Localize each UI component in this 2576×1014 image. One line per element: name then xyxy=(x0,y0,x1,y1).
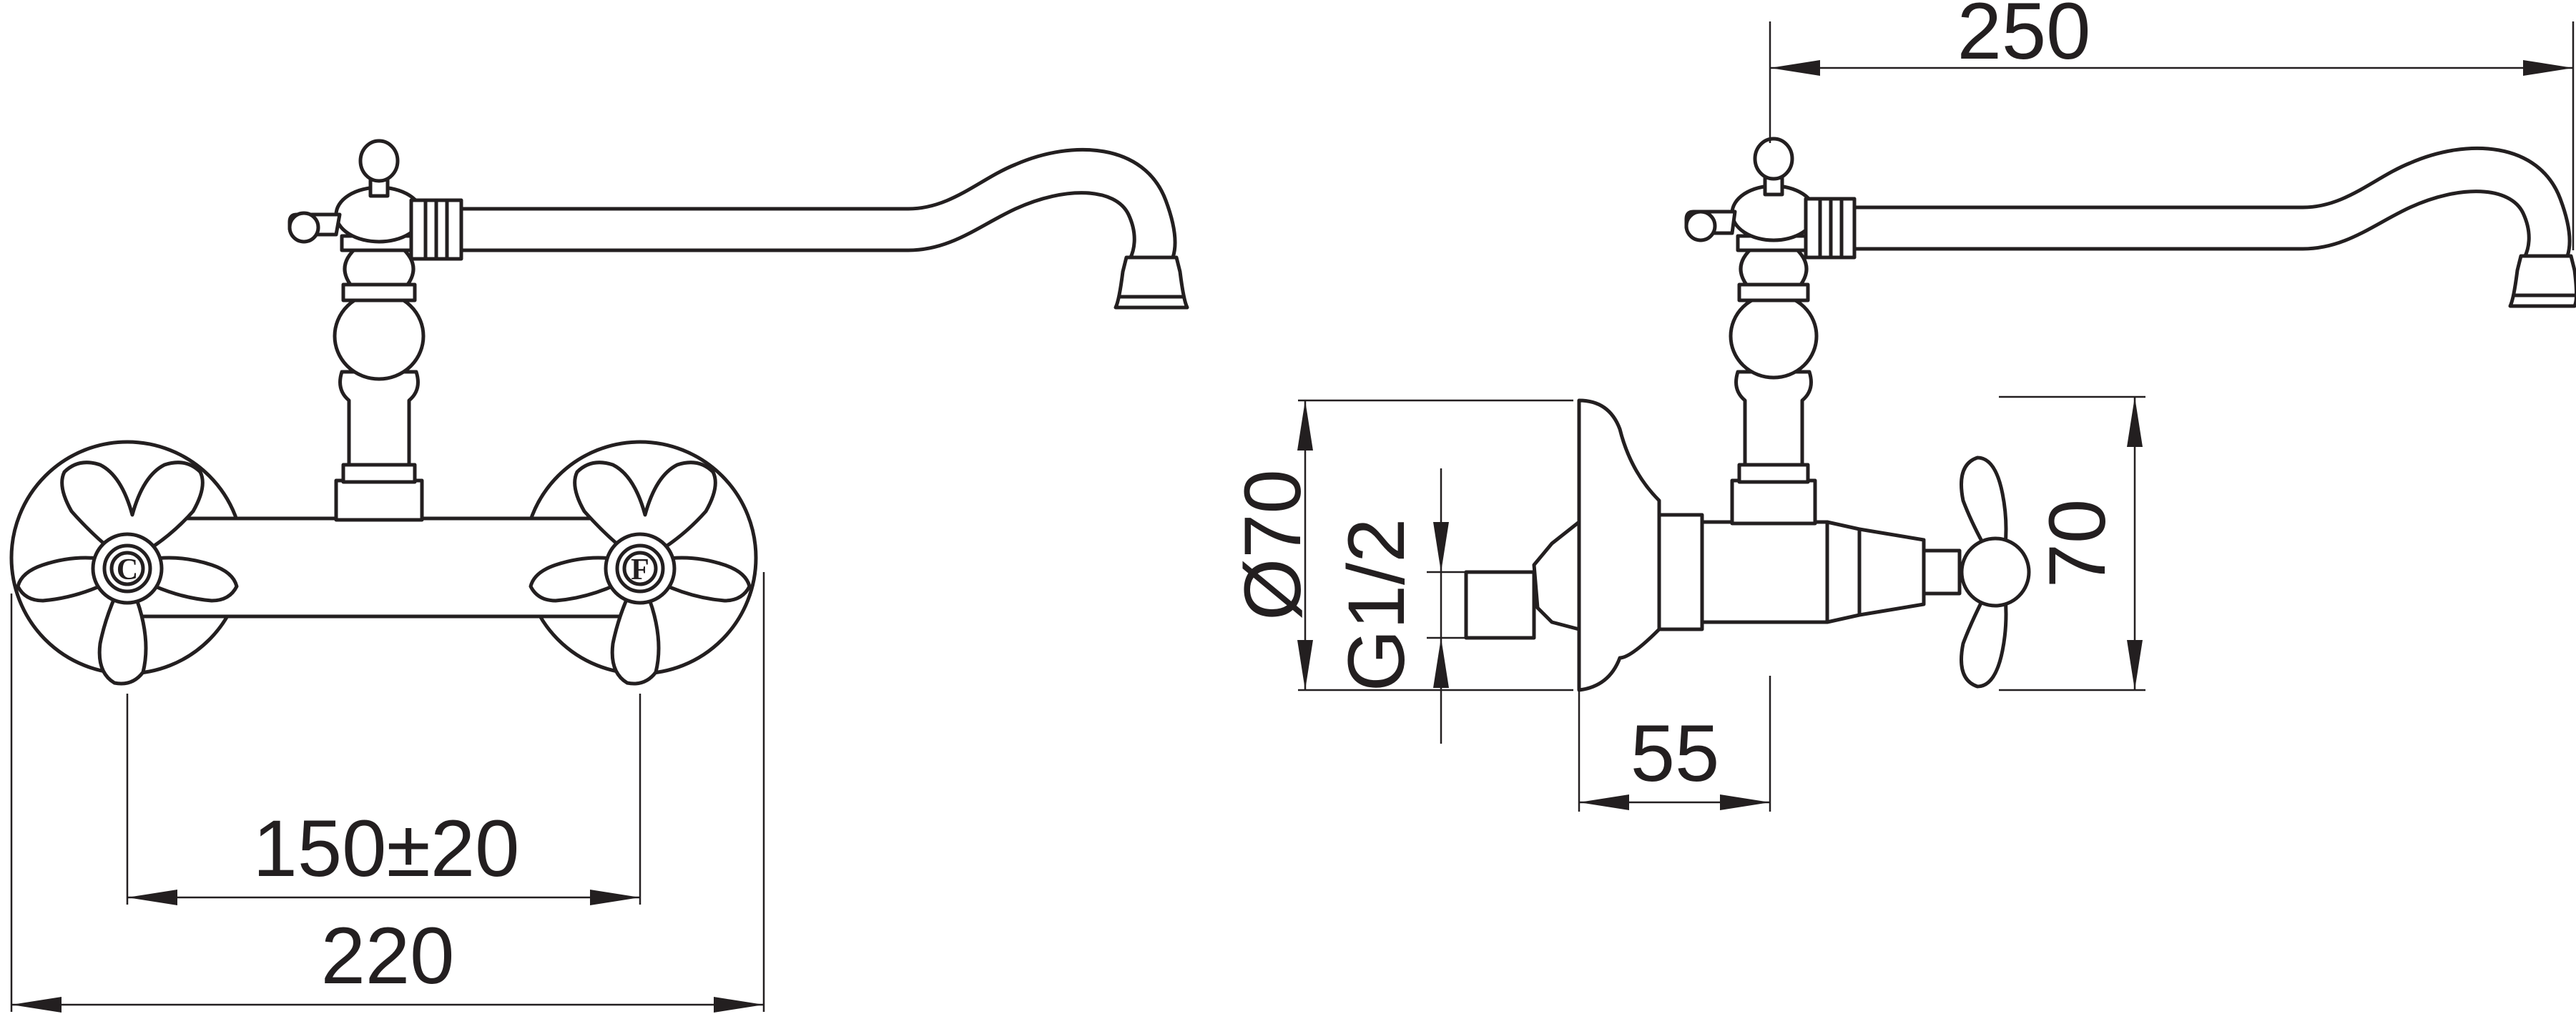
side-spout-collar xyxy=(1804,197,1857,260)
aerator xyxy=(1114,255,1189,310)
dim-label-wall-projection: 55 xyxy=(1631,709,1720,798)
dim-label-handle-spacing: 150±20 xyxy=(253,804,520,893)
front-view: C F 150±20 220 xyxy=(9,139,1189,1013)
dim-overall-width: 220 xyxy=(10,572,765,1013)
side-cross-handle xyxy=(1960,456,2008,689)
side-knob xyxy=(287,211,320,244)
side-view: 250 Ø70 G1/2 55 xyxy=(1228,0,2576,812)
cross-handle-cold: C xyxy=(16,461,239,686)
side-handle-hub xyxy=(1960,536,2031,608)
dim-label-thread-size: G1/2 xyxy=(1332,518,1421,692)
column-vase xyxy=(343,245,416,287)
dim-thread-size: G1/2 xyxy=(1332,468,1466,744)
dim-label-handle-height: 70 xyxy=(2032,499,2122,589)
inlet-connector xyxy=(1532,520,1581,631)
valve-extension xyxy=(1825,520,1926,624)
column-bulb xyxy=(333,291,426,381)
side-body xyxy=(1657,513,1704,631)
top-lever xyxy=(358,139,400,183)
dim-handle-height: 70 xyxy=(1999,395,2145,691)
dim-handle-spacing: 150±20 xyxy=(126,694,641,905)
dim-spout-reach: 250 xyxy=(1769,0,2575,250)
dim-label-flange-diameter: Ø70 xyxy=(1228,469,1317,621)
side-knob-2 xyxy=(1684,210,1717,242)
dim-flange-diameter: Ø70 xyxy=(1228,399,1573,691)
side-aerator xyxy=(2508,254,2576,308)
spout xyxy=(459,147,1177,261)
side-top-lever xyxy=(1753,137,1794,181)
side-spout xyxy=(1852,146,2572,260)
cold-mark: C xyxy=(117,553,138,586)
side-flange xyxy=(1577,398,1661,692)
column-base-nut xyxy=(334,478,424,522)
column-neck xyxy=(338,370,420,467)
dim-label-spout-reach: 250 xyxy=(1957,0,2091,76)
dim-wall-projection: 55 xyxy=(1578,676,1771,812)
dim-label-overall-width: 220 xyxy=(321,911,455,1000)
hot-mark: F xyxy=(631,553,649,586)
cross-handle-hot: F xyxy=(529,461,752,686)
inlet-nut xyxy=(1464,570,1536,640)
spout-collar xyxy=(409,198,463,261)
side-column-bulb xyxy=(1729,292,1819,380)
